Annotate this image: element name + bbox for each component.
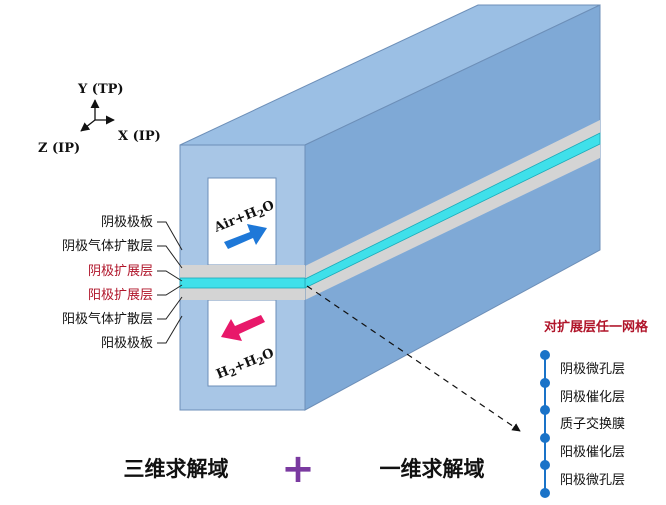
anode-flow: H2+H2O xyxy=(214,315,277,385)
layer-label-anode-plate: 阳极极板 xyxy=(101,336,153,351)
mesh-item-anode-cl: 阳极催化层 xyxy=(560,445,625,460)
layer-label-cathode-extension: 阴极扩展层 xyxy=(88,264,153,279)
mesh-pointer-dashed-line xyxy=(306,285,521,432)
fuel-cell-block xyxy=(179,4,601,411)
mesh-item-cathode-cl: 阴极催化层 xyxy=(560,390,625,405)
mesh-item-membrane: 质子交换膜 xyxy=(560,416,625,432)
axis-x-label: X (IP) xyxy=(118,129,161,144)
layer-labels: 阴极极板 阴极气体扩散层 阴极扩展层 阳极扩展层 阳极气体扩散层 阳极极板 xyxy=(62,215,183,351)
mesh-node-dot xyxy=(540,378,550,388)
layer-label-cathode-plate: 阴极极板 xyxy=(101,215,153,230)
mesh-node-dot xyxy=(540,433,550,443)
cathode-channel xyxy=(207,177,277,266)
layer-label-anode-extension: 阳极扩展层 xyxy=(88,288,153,303)
axis-y-label: Y (TP) xyxy=(77,82,124,97)
mesh-node-dot xyxy=(540,460,550,470)
mesh-column: 对扩展层任一网格 阴极微孔层 阴极催化层 质子交换膜 阳极催化层 阳极微孔层 xyxy=(540,319,649,498)
mesh-node-list: 阴极微孔层 阴极催化层 质子交换膜 阳极催化层 阳极微孔层 xyxy=(540,350,625,498)
axis-z-label: Z (IP) xyxy=(38,141,80,156)
anode-flow-label: H2+H2O xyxy=(214,346,277,385)
mesh-node-dot xyxy=(540,350,550,360)
mesh-item-anode-mpl: 阳极微孔层 xyxy=(560,473,625,488)
plus-icon: + xyxy=(281,446,315,492)
cathode-flow-arrow-icon xyxy=(224,224,267,249)
coordinate-axes: Y (TP) X (IP) Z (IP) xyxy=(38,82,161,156)
layer-label-anode-gdl: 阳极气体扩散层 xyxy=(62,311,153,327)
mesh-item-cathode-mpl: 阴极微孔层 xyxy=(560,362,625,377)
bottom-captions: 三维求解域 + 一维求解域 xyxy=(124,446,485,492)
caption-1d-domain: 一维求解域 xyxy=(380,457,485,481)
leader-lines xyxy=(157,221,183,344)
anode-channel xyxy=(207,299,277,387)
anode-flow-arrow-icon xyxy=(221,315,265,341)
mesh-node-dot xyxy=(540,405,550,415)
mesh-title: 对扩展层任一网格 xyxy=(544,319,649,335)
front-cyan-layer xyxy=(179,277,306,289)
mesh-node-dot xyxy=(540,488,550,498)
layer-label-cathode-gdl: 阴极气体扩散层 xyxy=(62,238,153,254)
caption-3d-domain: 三维求解域 xyxy=(124,457,229,481)
